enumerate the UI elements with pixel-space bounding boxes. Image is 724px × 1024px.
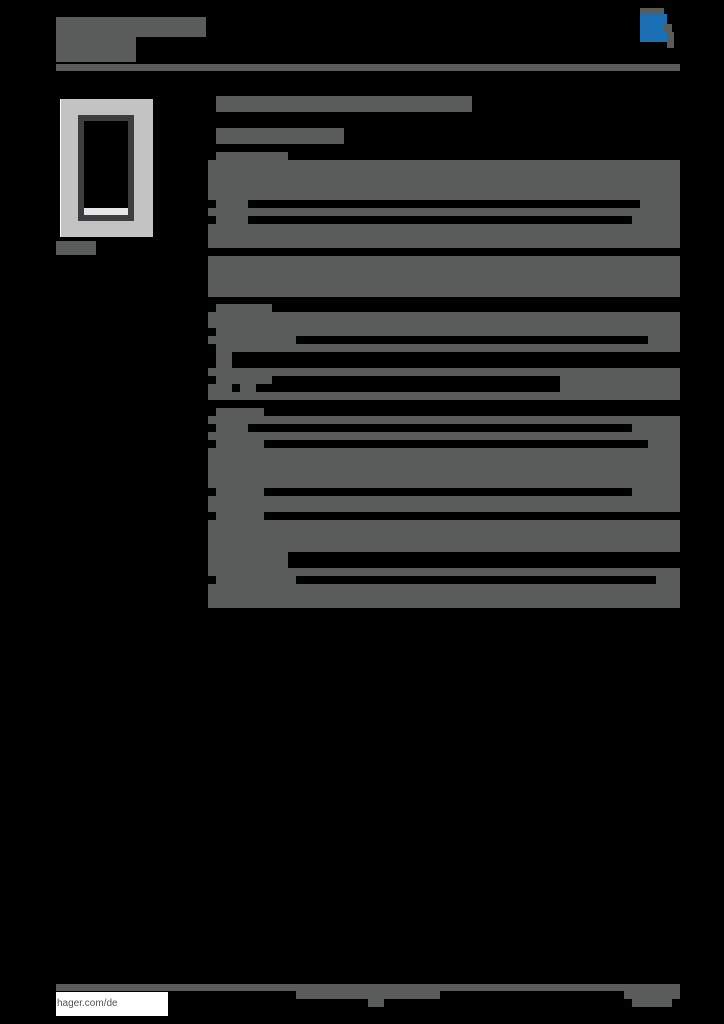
footer-rule — [56, 984, 680, 991]
product-image-caption — [56, 241, 96, 255]
footer-center-text — [296, 991, 440, 999]
hager-logo-icon — [640, 8, 674, 48]
section-heading — [216, 304, 272, 314]
section-heading — [216, 152, 288, 162]
header-title — [56, 17, 206, 37]
footer-page-num — [632, 999, 672, 1007]
header-subtitle — [56, 37, 136, 62]
section-heading — [216, 408, 264, 418]
product-subtitle — [216, 128, 344, 144]
website-link[interactable]: hager.com/de — [56, 992, 168, 1016]
product-title — [216, 96, 472, 112]
spec-table — [208, 312, 680, 352]
footer-center-mark — [368, 999, 384, 1007]
footer-page-ref — [624, 991, 680, 999]
section-rule — [208, 295, 680, 297]
header-rule — [56, 64, 680, 71]
product-image — [60, 99, 153, 237]
